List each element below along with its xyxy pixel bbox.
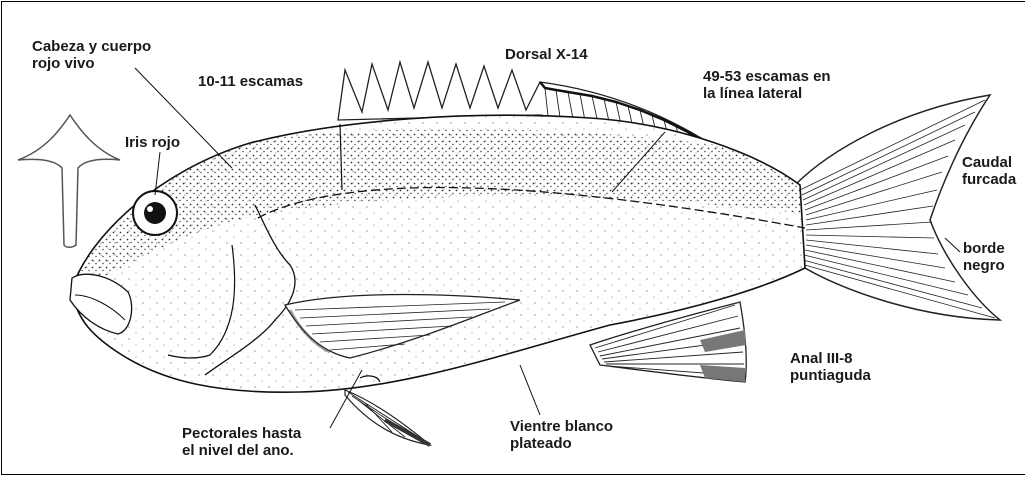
label-anal-2: puntiaguda: [790, 367, 871, 384]
label-anal-1: Anal III-8: [790, 350, 871, 367]
label-belly: Vientre blanco plateado: [510, 418, 613, 452]
label-iris: Iris rojo: [125, 134, 180, 151]
label-caudal-1: Caudal: [962, 154, 1016, 171]
label-belly-1: Vientre blanco: [510, 418, 613, 435]
label-head-body: Cabeza y cuerpo rojo vivo: [32, 38, 151, 72]
label-black-edge-1: borde: [963, 240, 1005, 257]
label-pectorals: Pectorales hasta el nivel del ano.: [182, 425, 301, 459]
label-dorsal: Dorsal X-14: [505, 46, 588, 63]
label-head-body-line1: Cabeza y cuerpo: [32, 38, 151, 55]
label-caudal-2: furcada: [962, 171, 1016, 188]
label-belly-2: plateado: [510, 435, 613, 452]
label-lateral-line: 49-53 escamas en la línea lateral: [703, 68, 831, 102]
label-caudal: Caudal furcada: [962, 154, 1016, 188]
pelvic-fin: [345, 390, 430, 445]
label-head-body-line2: rojo vivo: [32, 55, 151, 72]
caudal-fin: [795, 95, 1000, 320]
label-lateral-line-1: 49-53 escamas en: [703, 68, 831, 85]
label-black-edge: borde negro: [963, 240, 1005, 274]
label-pectorals-1: Pectorales hasta: [182, 425, 301, 442]
label-upper-scales: 10-11 escamas: [198, 73, 303, 90]
label-lateral-line-2: la línea lateral: [703, 85, 831, 102]
label-black-edge-2: negro: [963, 257, 1005, 274]
orientation-arrow-icon: [18, 115, 120, 247]
label-anal: Anal III-8 puntiaguda: [790, 350, 871, 384]
label-pectorals-2: el nivel del ano.: [182, 442, 301, 459]
